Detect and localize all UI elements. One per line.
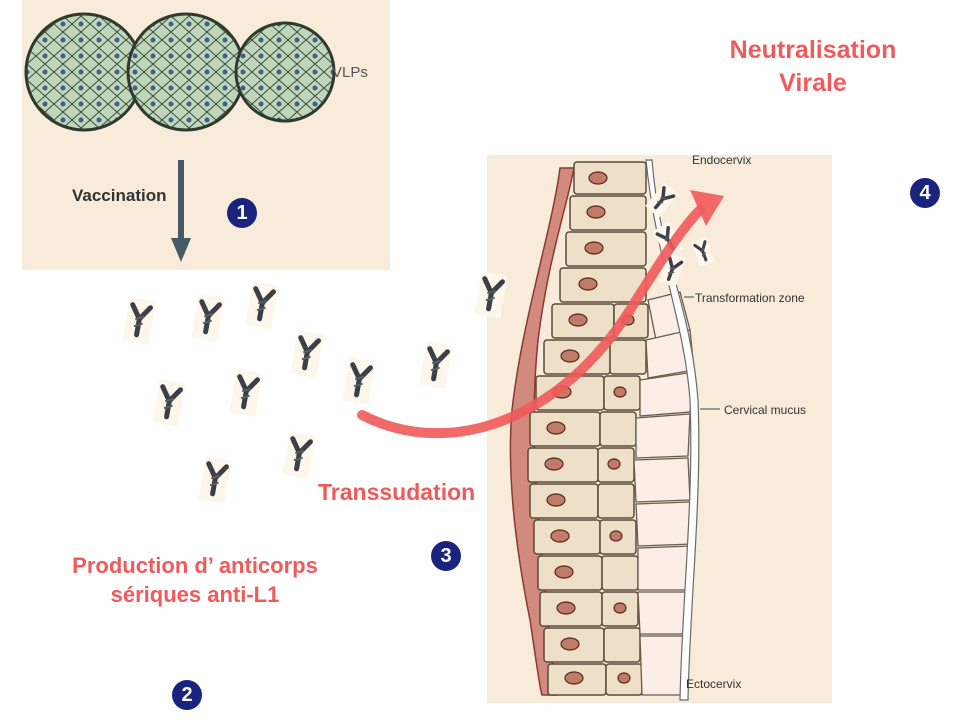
cervical-mucus-label: Cervical mucus	[724, 403, 806, 417]
step-badge-2: 2	[172, 680, 202, 710]
vlp-particle	[236, 23, 334, 121]
vlp-particle	[26, 14, 142, 130]
cervix-tissue-illustration	[510, 160, 720, 700]
transformation-zone-label: Transformation zone	[695, 291, 805, 305]
ectocervix-label: Ectocervix	[686, 677, 741, 691]
neutralisation-title: Neutralisation Virale	[728, 34, 898, 99]
vaccination-arrow	[171, 160, 191, 262]
step-badge-3: 3	[431, 541, 461, 571]
vlps-label: VLPs	[332, 64, 368, 81]
endocervix-label: Endocervix	[692, 153, 751, 167]
transsudation-label: Transsudation	[318, 478, 475, 508]
step-badge-4: 4	[910, 178, 940, 208]
production-title: Production d’ anticorps sériques anti-L1	[60, 552, 330, 609]
step-badge-1: 1	[227, 198, 257, 228]
vlp-particle	[128, 14, 244, 130]
antibody-icons	[122, 271, 507, 504]
vaccination-label: Vaccination	[72, 186, 166, 206]
